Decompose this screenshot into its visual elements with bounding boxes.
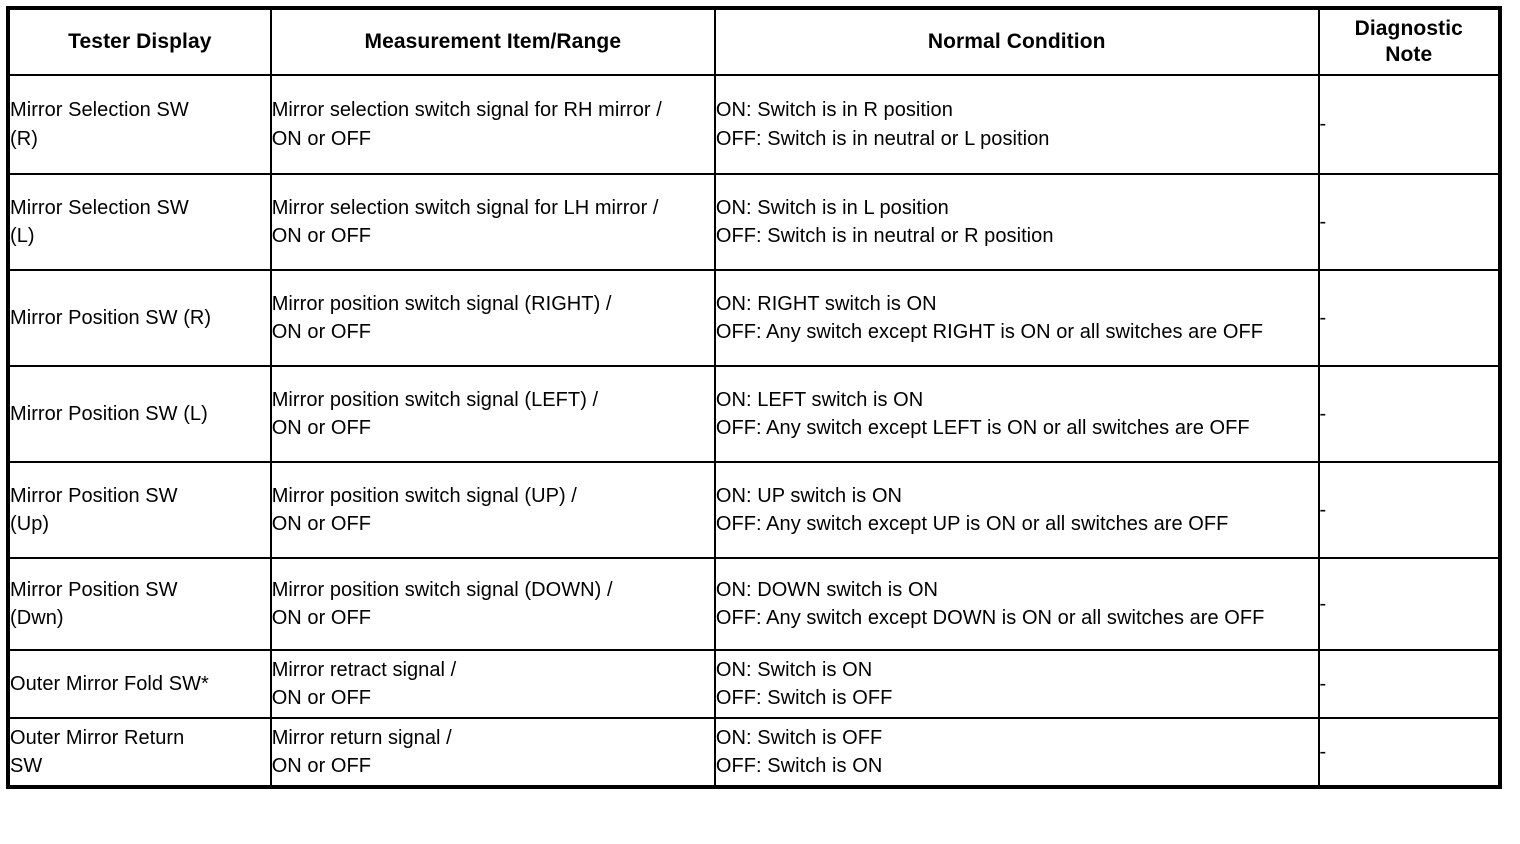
cell-diagnostic-note: - bbox=[1317, 365, 1501, 463]
table-body: Mirror Selection SW (R) Mirror selection… bbox=[7, 74, 1501, 788]
cell-tester-display: Outer Mirror Fold SW* bbox=[7, 649, 272, 719]
cell-diagnostic-note: - bbox=[1317, 173, 1501, 271]
column-header-diagnostic-note: Diagnostic Note bbox=[1317, 7, 1501, 76]
column-header-normal-condition: Normal Condition bbox=[713, 7, 1320, 76]
table-row: Mirror Selection SW (L) Mirror selection… bbox=[7, 173, 1501, 271]
cell-measurement-item-range: Mirror position switch signal (LEFT) / O… bbox=[269, 365, 716, 463]
column-header-measurement-item-range: Measurement Item/Range bbox=[269, 7, 716, 76]
table-header: Tester Display Measurement Item/Range No… bbox=[7, 7, 1501, 76]
table-row: Mirror Position SW (R) Mirror position s… bbox=[7, 269, 1501, 367]
cell-diagnostic-note: - bbox=[1317, 649, 1501, 719]
cell-normal-condition: ON: LEFT switch is ON OFF: Any switch ex… bbox=[713, 365, 1320, 463]
cell-measurement-item-range: Mirror position switch signal (DOWN) / O… bbox=[269, 557, 716, 651]
table-row: Outer Mirror Fold SW* Mirror retract sig… bbox=[7, 649, 1501, 719]
cell-tester-display: Mirror Position SW (Dwn) bbox=[7, 557, 272, 651]
cell-normal-condition: ON: Switch is in R position OFF: Switch … bbox=[713, 74, 1320, 175]
table-row: Mirror Position SW (Up) Mirror position … bbox=[7, 461, 1501, 559]
table-row: Mirror Position SW (L) Mirror position s… bbox=[7, 365, 1501, 463]
cell-diagnostic-note: - bbox=[1317, 74, 1501, 175]
cell-normal-condition: ON: RIGHT switch is ON OFF: Any switch e… bbox=[713, 269, 1320, 367]
cell-diagnostic-note: - bbox=[1317, 461, 1501, 559]
cell-measurement-item-range: Mirror selection switch signal for LH mi… bbox=[269, 173, 716, 271]
cell-measurement-item-range: Mirror position switch signal (UP) / ON … bbox=[269, 461, 716, 559]
cell-diagnostic-note: - bbox=[1317, 717, 1501, 788]
cell-measurement-item-range: Mirror retract signal / ON or OFF bbox=[269, 649, 716, 719]
cell-tester-display: Outer Mirror Return SW bbox=[7, 717, 272, 788]
cell-tester-display: Mirror Position SW (L) bbox=[7, 365, 272, 463]
cell-normal-condition: ON: Switch is in L position OFF: Switch … bbox=[713, 173, 1320, 271]
tester-display-spec-table: Tester Display Measurement Item/Range No… bbox=[6, 6, 1502, 789]
table-row: Outer Mirror Return SW Mirror return sig… bbox=[7, 717, 1501, 788]
cell-normal-condition: ON: DOWN switch is ON OFF: Any switch ex… bbox=[713, 557, 1320, 651]
cell-tester-display: Mirror Position SW (Up) bbox=[7, 461, 272, 559]
cell-normal-condition: ON: Switch is ON OFF: Switch is OFF bbox=[713, 649, 1320, 719]
cell-diagnostic-note: - bbox=[1317, 557, 1501, 651]
cell-measurement-item-range: Mirror selection switch signal for RH mi… bbox=[269, 74, 716, 175]
cell-measurement-item-range: Mirror position switch signal (RIGHT) / … bbox=[269, 269, 716, 367]
cell-tester-display: Mirror Position SW (R) bbox=[7, 269, 272, 367]
cell-normal-condition: ON: Switch is OFF OFF: Switch is ON bbox=[713, 717, 1320, 788]
column-header-tester-display: Tester Display bbox=[7, 7, 272, 76]
table-row: Mirror Position SW (Dwn) Mirror position… bbox=[7, 557, 1501, 651]
cell-diagnostic-note: - bbox=[1317, 269, 1501, 367]
cell-measurement-item-range: Mirror return signal / ON or OFF bbox=[269, 717, 716, 788]
table-header-row: Tester Display Measurement Item/Range No… bbox=[7, 7, 1501, 76]
cell-normal-condition: ON: UP switch is ON OFF: Any switch exce… bbox=[713, 461, 1320, 559]
cell-tester-display: Mirror Selection SW (L) bbox=[7, 173, 272, 271]
table-row: Mirror Selection SW (R) Mirror selection… bbox=[7, 74, 1501, 175]
cell-tester-display: Mirror Selection SW (R) bbox=[7, 74, 272, 175]
